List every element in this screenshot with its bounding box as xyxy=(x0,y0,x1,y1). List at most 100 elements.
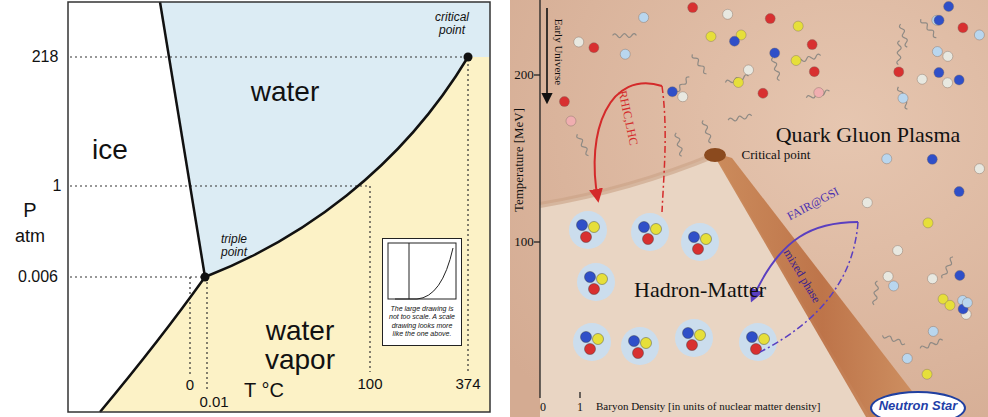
quark-dot xyxy=(893,246,903,256)
arrow-label: Early Universe xyxy=(552,19,564,85)
axis-value: 0 xyxy=(540,401,546,414)
plot-frame xyxy=(68,2,490,412)
quark-dot xyxy=(793,21,803,31)
quark-ball xyxy=(589,222,600,233)
gluon-squiggle xyxy=(899,24,907,47)
quark-dot xyxy=(733,77,743,87)
water-phase-diagram xyxy=(68,2,490,412)
early-universe-arrow xyxy=(546,8,548,102)
point-label: critical point xyxy=(422,11,482,36)
neutron-star-ellipse: Neutron Star xyxy=(870,391,966,417)
quark-ball xyxy=(695,330,706,341)
region-label: water vapor xyxy=(245,316,355,375)
quark-dot xyxy=(917,74,927,84)
plot-ground xyxy=(68,2,490,412)
axis-value: 374 xyxy=(455,376,480,392)
quark-dot xyxy=(902,353,912,363)
gluon-squiggle xyxy=(883,335,905,344)
inset-note-box: The large drawing is not too scale. A sc… xyxy=(382,238,462,346)
axis-value: 100 xyxy=(514,235,534,249)
axis-value: 100 xyxy=(357,376,382,392)
quark-ball xyxy=(581,232,592,243)
quark-ball xyxy=(589,284,600,295)
hadron-shell xyxy=(621,327,659,365)
triple-point-dot xyxy=(201,273,210,282)
gluon-squiggle xyxy=(942,257,953,278)
gluon-squiggle xyxy=(728,114,752,121)
quark-dot xyxy=(620,49,630,59)
axis-value: 0.006 xyxy=(18,269,58,286)
quark-dot xyxy=(678,92,688,102)
inset-melting-line xyxy=(409,243,410,299)
quark-ball xyxy=(693,244,704,255)
axis-value: 200 xyxy=(514,68,534,82)
quark-dot xyxy=(958,23,968,33)
quark-ball xyxy=(597,274,608,285)
axis-value: 1 xyxy=(53,178,62,195)
gluon-squiggle xyxy=(577,134,589,155)
quark-dot xyxy=(639,12,649,22)
gluon-squiggle xyxy=(873,281,879,305)
quark-dot xyxy=(814,88,824,98)
quark-dot xyxy=(922,369,932,379)
quark-dot xyxy=(862,198,872,208)
critical-point-marker xyxy=(704,148,726,162)
inset-frame xyxy=(388,243,456,299)
quark-dot xyxy=(894,67,904,77)
hadron-shell xyxy=(569,211,607,249)
quark-dot xyxy=(898,93,908,103)
quark-ball xyxy=(585,272,596,283)
guide-lines xyxy=(70,57,468,391)
quark-dot xyxy=(927,274,937,284)
quark-ball xyxy=(629,336,640,347)
quark-dot xyxy=(927,154,937,164)
qcd-phase-diagram xyxy=(510,0,988,417)
quark-dot xyxy=(945,300,955,310)
quark-dot xyxy=(954,187,964,197)
quark-ball xyxy=(747,332,758,343)
hadron xyxy=(675,319,713,357)
hadron-shell xyxy=(681,223,719,261)
quark-dot xyxy=(589,43,599,53)
quark-dot xyxy=(954,75,964,85)
qgp-region xyxy=(510,0,988,417)
axis-title: T °C xyxy=(244,380,284,401)
quark-dot xyxy=(807,40,817,50)
inset-vapor-curve xyxy=(395,248,453,299)
quark-dot xyxy=(944,2,954,12)
gluon-squiggle xyxy=(612,34,636,38)
inset-sketch xyxy=(387,242,457,302)
inset-note: The large drawing is not too scale. A sc… xyxy=(387,305,457,339)
axis-title: P xyxy=(23,200,36,221)
quark-dot xyxy=(791,56,801,66)
quark-ball xyxy=(683,328,694,339)
quark-ball xyxy=(689,232,700,243)
quark-ball xyxy=(701,234,712,245)
gluon-squiggle xyxy=(675,133,682,156)
node-label: Neutron Star xyxy=(879,398,958,413)
quark-ball xyxy=(577,220,588,231)
quark-dot xyxy=(743,65,753,75)
region-label: Hadron-Matter xyxy=(634,278,766,301)
particles xyxy=(559,2,984,380)
quark-ball xyxy=(581,332,592,343)
gluon-squiggle xyxy=(692,54,706,73)
hadron xyxy=(577,263,615,301)
point-label: Critical point xyxy=(742,148,811,162)
hadron xyxy=(681,223,719,261)
quark-dot xyxy=(723,9,733,19)
quark-dot xyxy=(955,270,965,280)
quark-ball xyxy=(633,348,644,359)
quark-dot xyxy=(809,67,819,77)
quark-dot xyxy=(688,3,698,13)
hadron xyxy=(569,211,607,249)
quark-dot xyxy=(923,218,933,228)
quark-ball xyxy=(585,344,596,355)
hadron-shell xyxy=(573,323,611,361)
water-region xyxy=(160,2,490,277)
quark-dot xyxy=(943,78,953,88)
quark-ball xyxy=(651,224,662,235)
axis-value: 0 xyxy=(186,377,194,393)
gluon-squiggle xyxy=(898,87,908,109)
gluon-squiggle xyxy=(897,41,901,65)
